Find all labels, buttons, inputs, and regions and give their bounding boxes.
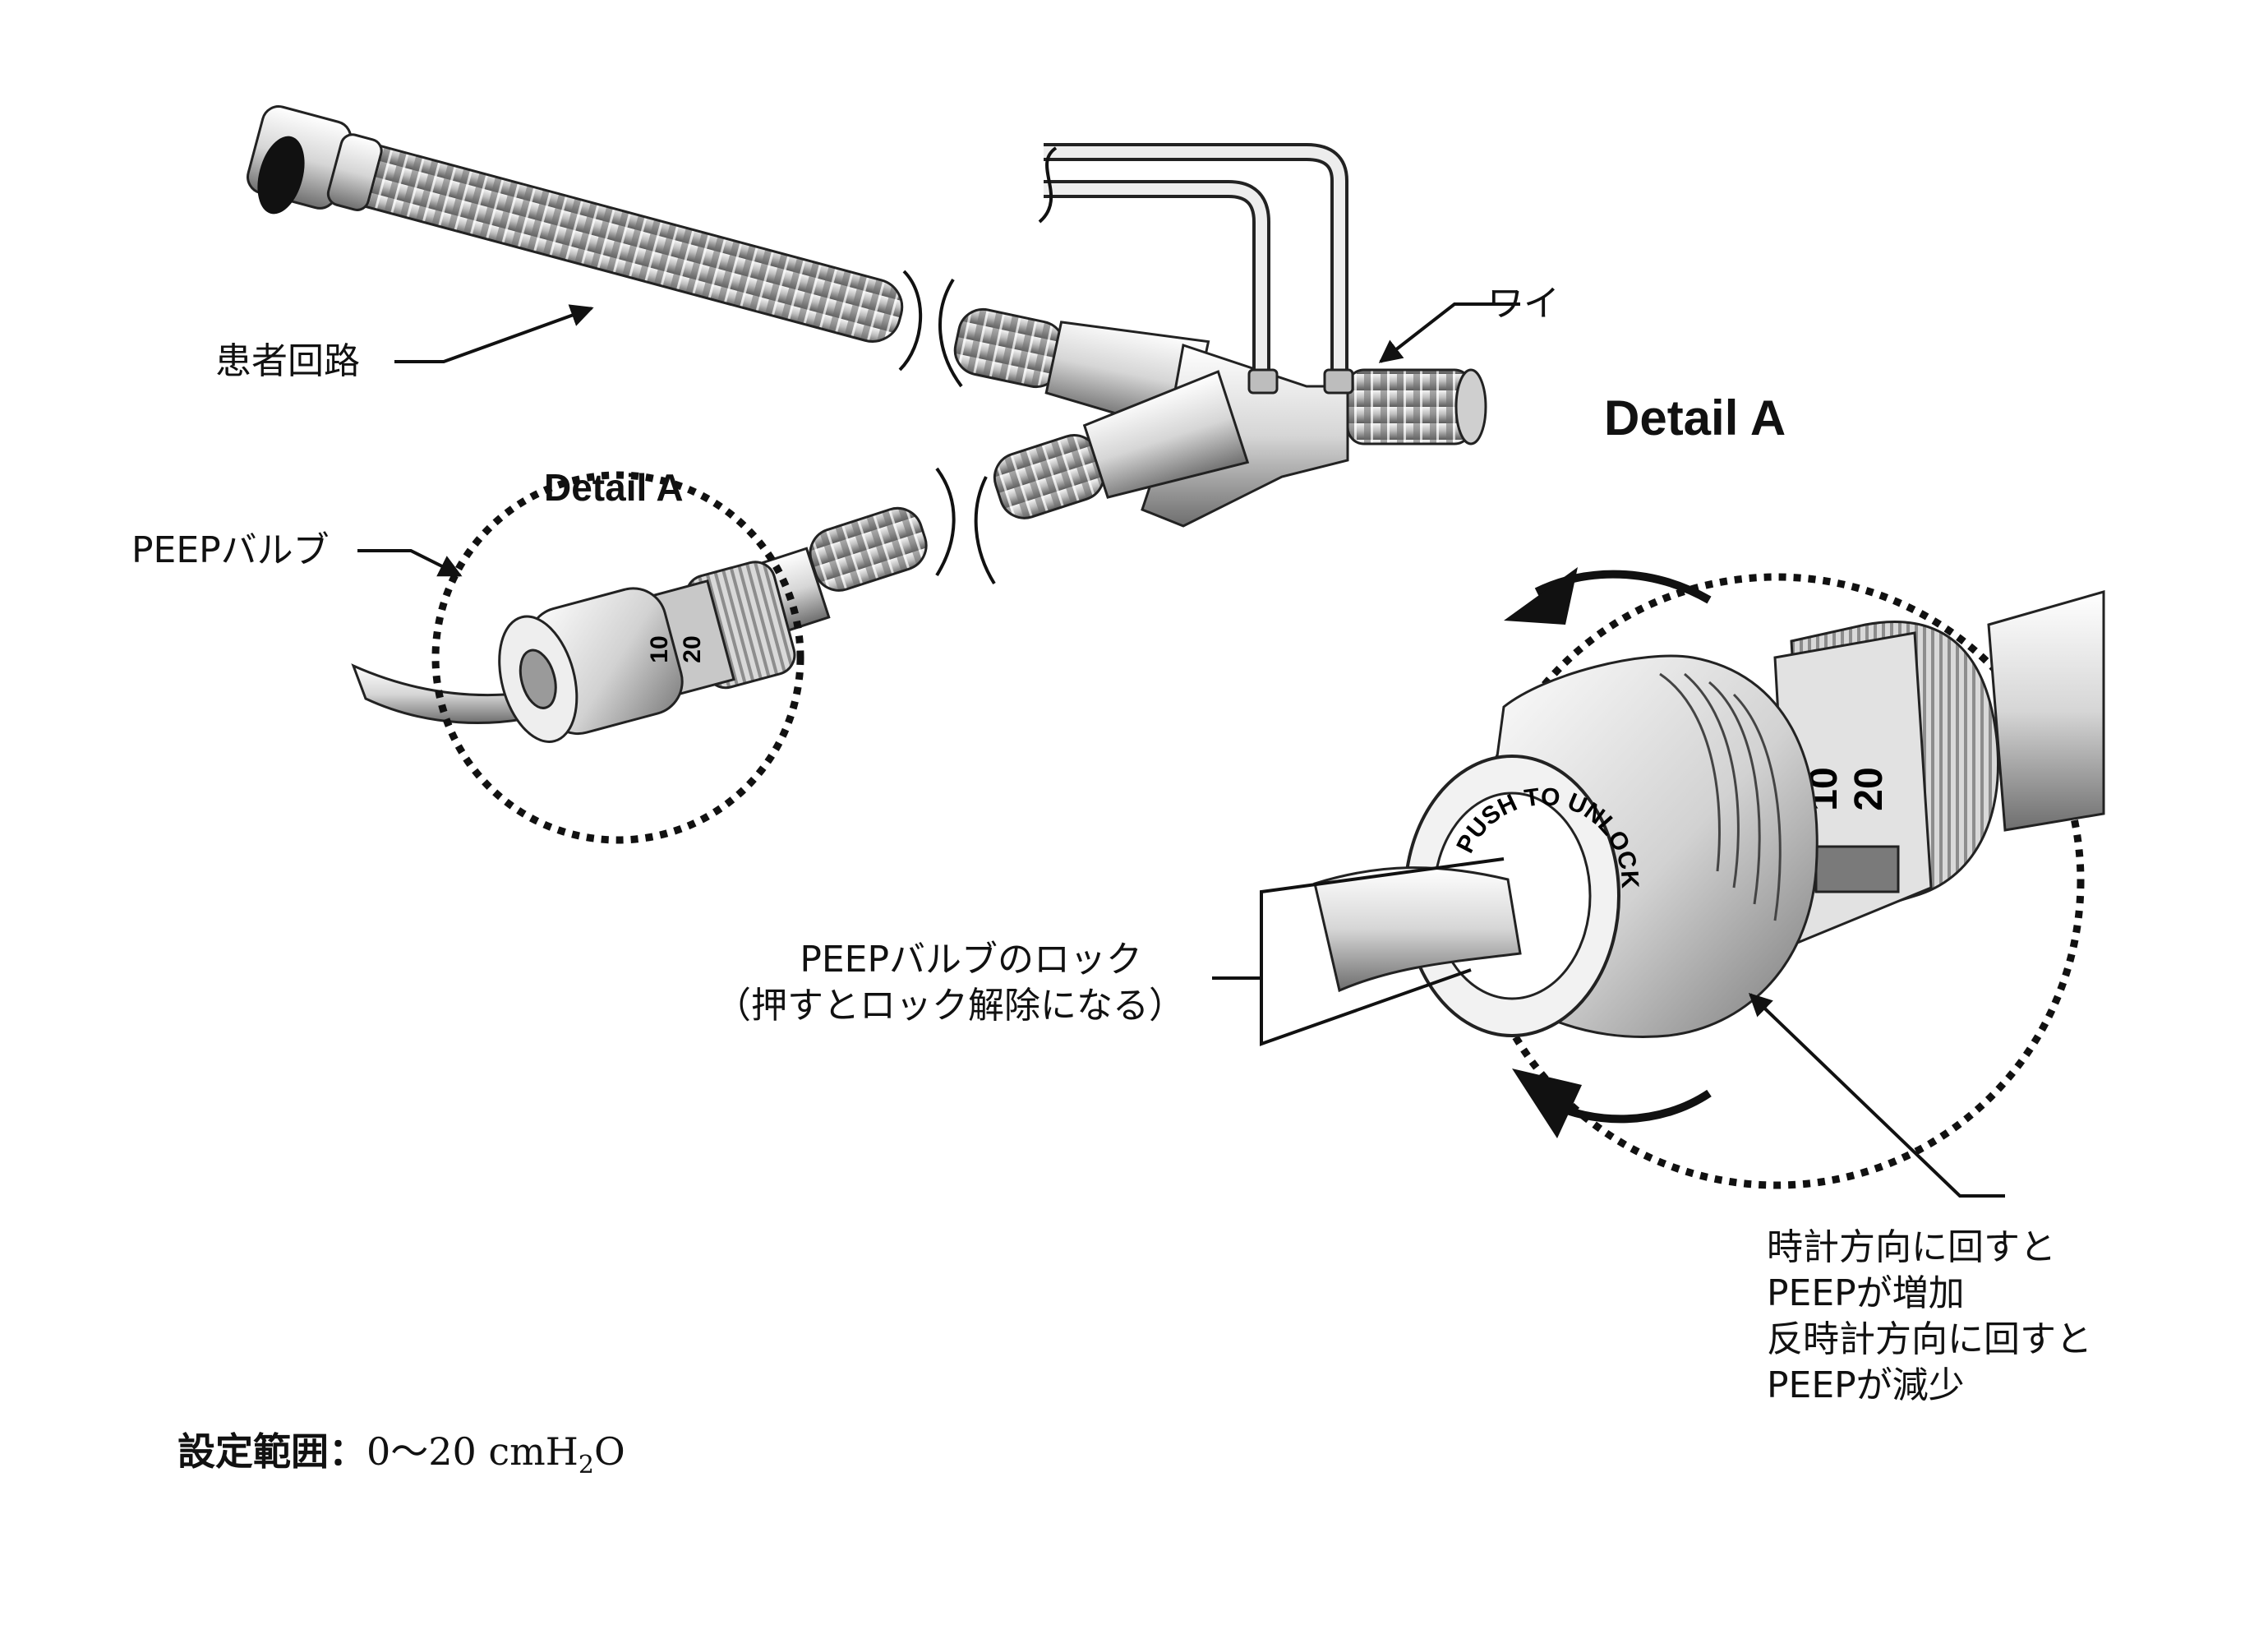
- label-rotation-line4: PEEPが減少: [1767, 1364, 1965, 1406]
- setting-range-key: 設定範囲：: [177, 1429, 366, 1474]
- setting-range-prefix: 0〜20 cmH: [366, 1429, 579, 1474]
- y-piece: [1038, 143, 1487, 528]
- detail-circle-small: [431, 471, 804, 844]
- label-detail-a-large: Detail A: [1604, 390, 1786, 445]
- label-peep-lock-line1: PEEPバルブのロック: [800, 939, 1142, 981]
- setting-range-value: 0〜20 cmH2O: [366, 1429, 625, 1479]
- label-rotation-note: 時計方向に回すと PEEPが増加 反時計方向に回すと PEEPが減少: [1767, 1225, 2092, 1409]
- setting-range-sub: 2: [578, 1451, 595, 1480]
- peep-valve-large: 10 20 PUSH TO UNLOCK: [1313, 590, 2105, 1038]
- peep-valve-small: 10 20: [351, 561, 796, 743]
- label-peep-lock-line2: （押すとロック解除になる）: [715, 985, 1185, 1027]
- tube-break-marks-lower: [935, 467, 996, 585]
- setting-range-suffix: O: [594, 1429, 625, 1474]
- large-scale-20: 20: [1847, 767, 1891, 810]
- small-scale-10: 10: [646, 635, 673, 662]
- label-patient-circuit: 患者回路: [215, 340, 360, 382]
- label-rotation-line2: PEEPが増加: [1767, 1272, 1965, 1314]
- tube-break-marks-upper: [898, 270, 963, 388]
- label-peep-lock: PEEPバルブのロック （押すとロック解除になる）: [715, 937, 1185, 1029]
- label-rotation-line1: 時計方向に回すと: [1767, 1226, 2056, 1268]
- arrow-head-counterclockwise: [1504, 567, 1578, 625]
- label-rotation-line3: 反時計方向に回すと: [1767, 1318, 2092, 1360]
- detail-circle-large: [1468, 573, 2085, 1189]
- label-detail-a-small: Detail A: [544, 466, 684, 509]
- setting-range: 設定範囲：0〜20 cmH2O: [177, 1422, 625, 1479]
- label-peep-valve: PEEPバルブ: [131, 529, 330, 571]
- leader-lines: [357, 302, 2005, 1198]
- tube-opening: [257, 136, 305, 215]
- small-scale-20: 20: [679, 635, 706, 662]
- lock-callout: [1212, 857, 1505, 1046]
- label-wye: ワイ: [1487, 283, 1560, 325]
- arrow-head-clockwise: [1512, 1069, 1582, 1138]
